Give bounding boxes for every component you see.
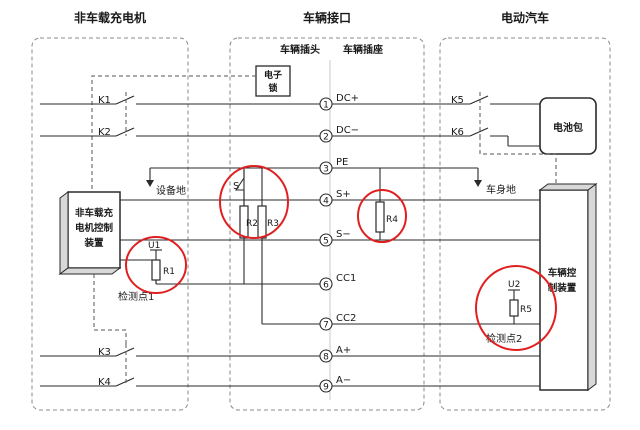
pin-circle: [319, 129, 333, 143]
svg-text:电机控制: 电机控制: [75, 222, 114, 234]
switch-k1: [115, 95, 135, 105]
pin-number: 2: [323, 133, 329, 143]
lock-link: [91, 75, 256, 196]
k6-label: K6: [451, 127, 464, 138]
highlight-r2-r3: [219, 165, 289, 239]
r1-label: R1: [163, 267, 175, 277]
switch-k5: [469, 95, 489, 105]
k3-k4-control: [93, 274, 127, 344]
svg-text:车辆控: 车辆控: [548, 267, 577, 279]
highlight-r5: [475, 265, 557, 351]
pin-number: 4: [323, 197, 329, 207]
k5-label: K5: [451, 95, 464, 106]
charger-panel: [31, 37, 189, 411]
pin-name: CC2: [336, 313, 356, 324]
charger-title: 非车载充电机: [74, 10, 146, 25]
pin-circle: [319, 317, 333, 331]
svg-text:非车载充: 非车载充: [75, 207, 114, 219]
pin-number: 5: [323, 237, 329, 247]
pin-name: S−: [336, 229, 351, 240]
pin-3: 3 PE: [319, 157, 348, 175]
k5-k6-control: [479, 136, 557, 184]
pin-name: S+: [336, 189, 351, 200]
pin-name: DC−: [336, 125, 359, 136]
pin-5: 5 S−: [319, 229, 351, 247]
pin-circle: [319, 97, 333, 111]
pin-2: 2 DC−: [319, 125, 359, 143]
pin-circle: [319, 379, 333, 393]
interface-title: 车辆接口: [303, 10, 351, 25]
pin-circle: [319, 193, 333, 207]
interface-panel: [229, 37, 425, 411]
switch-k3: [115, 347, 135, 357]
pin-9: 9 A−: [319, 375, 351, 393]
pin-circle: [319, 349, 333, 363]
ev-title: 电动汽车: [501, 10, 549, 25]
r4-label: R4: [386, 215, 398, 225]
electronic-lock-line2: 锁: [268, 82, 277, 94]
pin-4: 4 S+: [319, 189, 351, 207]
pin-name: CC1: [336, 273, 356, 284]
charger-controller: 非车载充 电机控制 装置: [58, 191, 122, 275]
pin-number: 3: [323, 165, 329, 175]
k4-label: K4: [98, 377, 111, 388]
pin-number: 6: [323, 281, 329, 291]
svg-text:电池包: 电池包: [553, 121, 583, 134]
plug-label: 车辆插头: [280, 43, 320, 56]
resistor-r5: [509, 299, 519, 317]
r2-label: R2: [246, 219, 258, 229]
pin-7: 7 CC2: [319, 313, 356, 331]
battery-pack: 电池包: [539, 97, 597, 155]
electronic-lock-box: [255, 65, 291, 97]
body-ground-arrow: [474, 180, 482, 187]
body-ground-label: 车身地: [486, 183, 516, 196]
pin-circle: [319, 233, 333, 247]
pin-name: A−: [336, 375, 351, 386]
equipment-ground-label: 设备地: [156, 184, 186, 197]
pin-number: 7: [323, 321, 329, 331]
resistor-r1: [151, 259, 161, 281]
pin-6: 6 CC1: [319, 273, 356, 291]
pin-8: 8 A+: [319, 345, 351, 363]
vehicle-controller: 车辆控 制装置: [538, 183, 598, 391]
detect-point-1-label: 检测点1: [118, 290, 154, 303]
pin-name: DC+: [336, 93, 359, 104]
socket-label: 车辆插座: [343, 43, 383, 56]
resistor-r4: [375, 201, 385, 233]
pin-name: A+: [336, 345, 351, 356]
k1-label: K1: [98, 95, 111, 106]
svg-text:制装置: 制装置: [548, 282, 577, 294]
electronic-lock-line1: 电子: [264, 69, 282, 81]
r5-label: R5: [520, 305, 532, 315]
detect-point-2-label: 检测点2: [486, 332, 522, 345]
switch-k4: [115, 377, 135, 387]
switch-k2: [115, 127, 135, 137]
pin-number: 8: [323, 353, 329, 363]
r3-label: R3: [267, 219, 279, 229]
k2-label: K2: [98, 127, 111, 138]
resistor-r3: [257, 205, 267, 239]
ev-panel: [439, 37, 611, 411]
pin-circle: [319, 161, 333, 175]
pin-number: 1: [323, 101, 329, 111]
switch-k6: [469, 127, 489, 137]
resistor-r2: [239, 205, 249, 239]
equipment-ground-arrow: [146, 180, 154, 187]
pin-name: PE: [336, 157, 348, 168]
pins-layer: 1 DC+ 2 DC− 3 PE 4 S+ 5 S− 6 CC1 7 CC2 8 A+ 9 A−: [319, 93, 359, 393]
u1-label: U1: [148, 241, 160, 251]
k3-label: K3: [98, 347, 111, 358]
pin-1: 1 DC+: [319, 93, 359, 111]
highlight-r1: [125, 236, 187, 294]
pin-circle: [319, 277, 333, 291]
svg-text:装置: 装置: [83, 237, 104, 249]
switch-s: [234, 168, 245, 206]
highlight-r4: [357, 189, 407, 243]
pin-number: 9: [323, 383, 329, 393]
s-label: S: [233, 181, 239, 192]
u2-label: U2: [508, 280, 520, 290]
